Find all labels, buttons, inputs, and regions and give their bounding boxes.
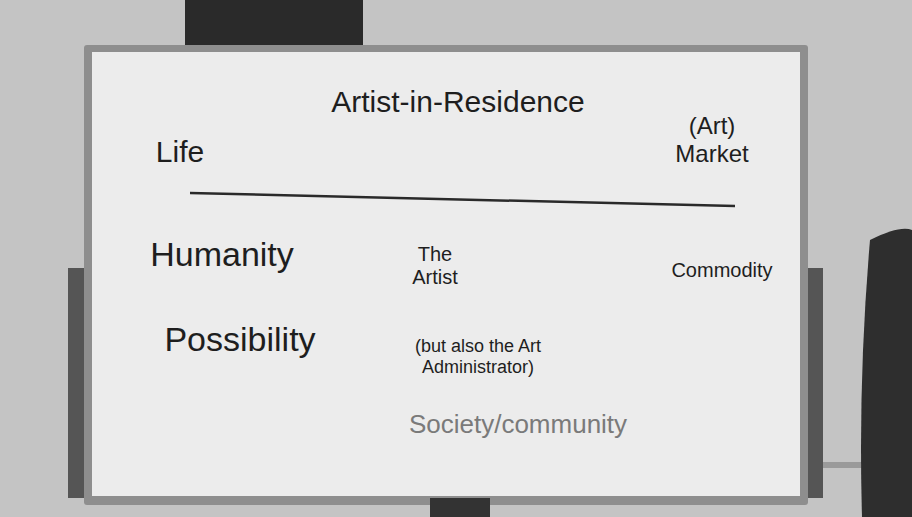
stand-base bbox=[430, 498, 490, 517]
region-label: (Art) Market bbox=[667, 112, 757, 167]
concept-label: Humanity bbox=[150, 235, 294, 274]
region-label: Life bbox=[156, 135, 204, 170]
board-title: Artist-in-Residence bbox=[331, 85, 584, 120]
concept-label: Commodity bbox=[671, 259, 772, 282]
concept-label: Possibility bbox=[164, 320, 315, 359]
concept-label: The Artist bbox=[400, 243, 470, 289]
dark-panel bbox=[185, 0, 363, 50]
board-surface bbox=[92, 52, 800, 496]
board-frame bbox=[84, 45, 808, 505]
aside-note: (but also the Art Administrator) bbox=[383, 336, 573, 377]
divider-line bbox=[190, 193, 735, 206]
concept-label: Society/community bbox=[409, 410, 627, 440]
person-silhouette bbox=[861, 229, 912, 517]
